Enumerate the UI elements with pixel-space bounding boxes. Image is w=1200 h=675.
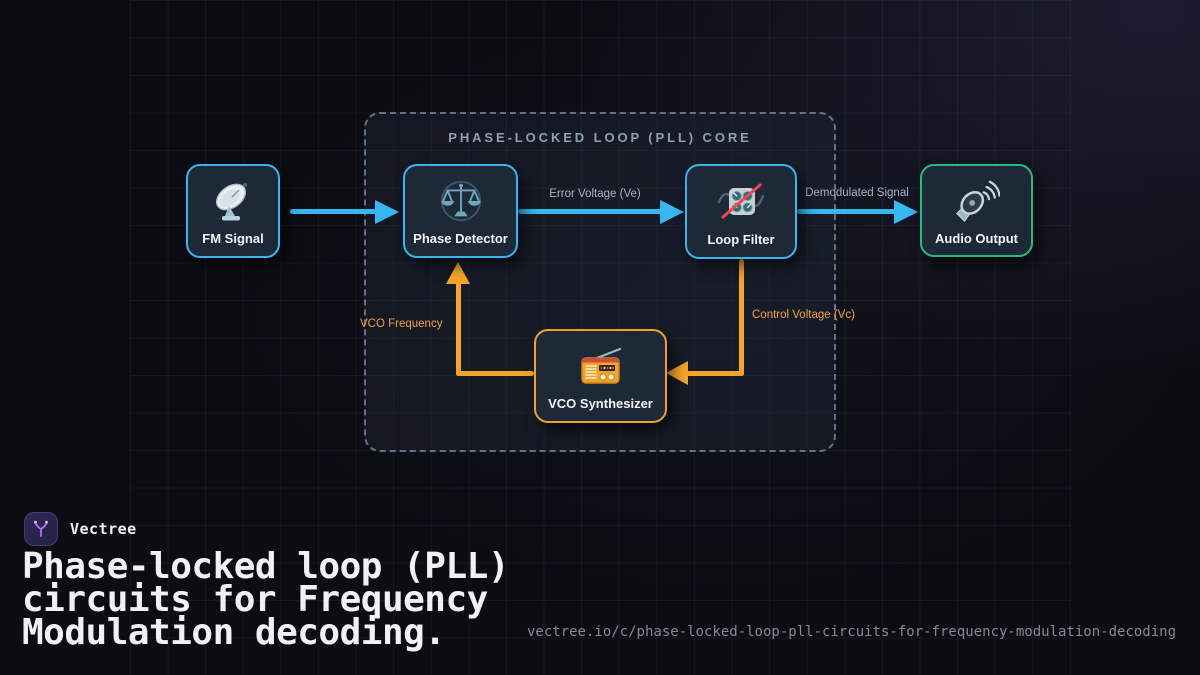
control-voltage-line-vertical <box>739 259 744 376</box>
vco-frequency-label: VCO Frequency <box>360 318 443 330</box>
node-loop-filter: Loop Filter <box>685 164 797 259</box>
vectree-logo-icon <box>34 520 48 537</box>
arrow-fm-to-phase-head <box>375 200 399 224</box>
page-title-line-2: circuits for Frequency <box>22 579 488 620</box>
vco-frequency-line-horizontal <box>456 371 534 376</box>
control-knobs-icon <box>717 177 765 227</box>
node-label: Loop Filter <box>707 231 775 247</box>
page-title-line-3: Modulation decoding. <box>22 612 446 653</box>
node-audio-output: Audio Output <box>920 164 1033 257</box>
page-title: Phase-locked loop (PLL) circuits for Fre… <box>22 546 510 653</box>
arrow-phase-to-filter-line <box>518 209 662 214</box>
node-phase-detector: Phase Detector <box>403 164 518 258</box>
control-voltage-line-horizontal <box>686 371 744 376</box>
arrow-fm-to-phase-line <box>290 209 378 214</box>
node-label: VCO Synthesizer <box>548 396 653 411</box>
arrow-filter-to-audio-line <box>797 209 896 214</box>
satellite-dish-icon <box>209 176 257 226</box>
balance-scale-icon <box>438 176 484 226</box>
node-label: FM Signal <box>202 231 264 246</box>
pll-core-title: PHASE-LOCKED LOOP (PLL) CORE <box>448 130 752 145</box>
arrow-phase-to-filter-head <box>660 200 684 224</box>
node-label: Phase Detector <box>413 231 508 246</box>
brand: Vectree <box>24 512 137 546</box>
control-voltage-label: Control Voltage (Vc) <box>752 309 855 321</box>
brand-name: Vectree <box>70 520 137 538</box>
node-vco-synthesizer: VCO Synthesizer <box>534 329 667 423</box>
node-label: Audio Output <box>934 230 1019 246</box>
node-fm-signal: FM Signal <box>186 164 280 258</box>
radio-icon <box>577 341 625 391</box>
brand-logo <box>24 512 58 546</box>
error-voltage-label: Error Voltage (Ve) <box>549 188 641 200</box>
speaker-icon <box>954 176 1000 226</box>
vco-frequency-arrowhead <box>446 262 470 284</box>
page-title-line-1: Phase-locked loop (PLL) <box>22 546 510 587</box>
page-url: vectree.io/c/phase-locked-loop-pll-circu… <box>526 624 1176 640</box>
arrow-filter-to-audio-head <box>894 200 918 224</box>
demodulated-signal-label: Demodulated Signal <box>805 187 909 199</box>
vco-frequency-line-vertical <box>456 281 461 376</box>
control-voltage-arrowhead <box>666 361 688 385</box>
